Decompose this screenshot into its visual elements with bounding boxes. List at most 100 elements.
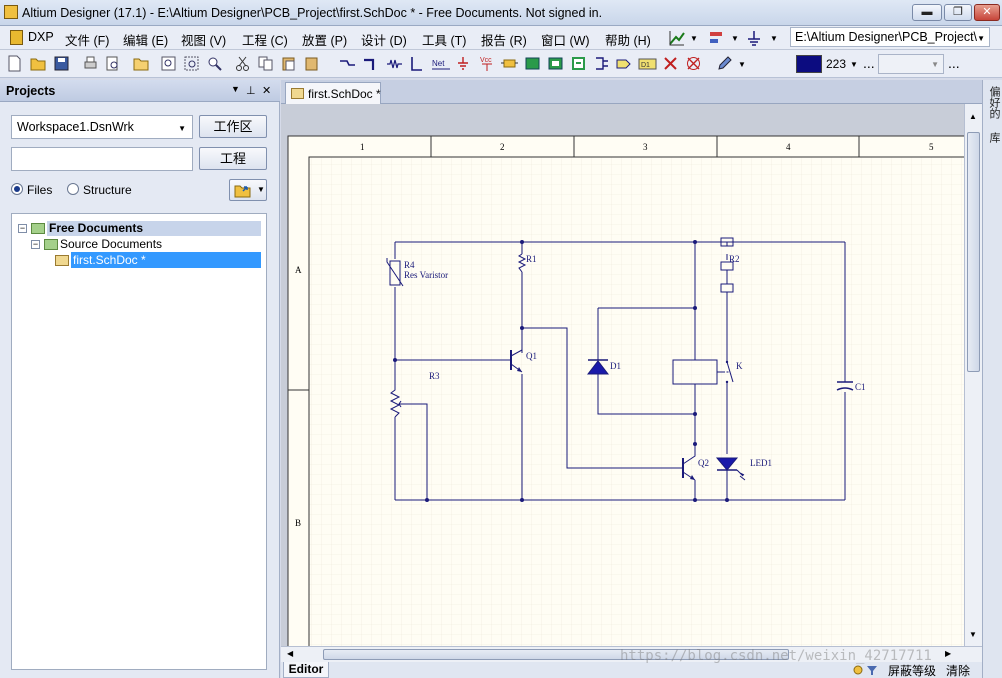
chevron-down-icon[interactable]: ▼ xyxy=(257,185,265,194)
component-q2[interactable]: Q2 xyxy=(665,444,709,481)
place-wire-icon[interactable] xyxy=(339,55,356,72)
rubber-stamp-icon[interactable] xyxy=(303,55,320,72)
tab-first-schdoc[interactable]: first.SchDoc * xyxy=(285,82,381,104)
place-part-icon[interactable] xyxy=(501,55,518,72)
menu-tools[interactable]: 工具 (T) xyxy=(422,34,467,48)
maximize-button[interactable]: ❐ xyxy=(944,4,972,21)
chevron-down-icon[interactable]: ▼ xyxy=(850,60,858,69)
zoom-area-icon[interactable] xyxy=(183,55,200,72)
copy-icon[interactable] xyxy=(257,55,274,72)
color-swatch[interactable] xyxy=(796,55,822,73)
workspace-select[interactable]: Workspace1.DsnWrk ▼ xyxy=(11,115,193,139)
menu-file[interactable]: 文件 (F) xyxy=(65,34,110,48)
tree-node-free-documents[interactable]: − Free Documents xyxy=(12,220,266,236)
menu-window[interactable]: 窗口 (W) xyxy=(541,34,590,48)
pencil-icon[interactable] xyxy=(716,55,733,72)
menu-reports[interactable]: 报告 (R) xyxy=(481,34,527,48)
component-k-coil[interactable] xyxy=(672,359,723,385)
collapse-icon[interactable]: − xyxy=(31,239,40,249)
chevron-down-icon[interactable]: ▼ xyxy=(178,124,186,133)
project-button[interactable]: 工程 xyxy=(199,147,267,170)
open-project-icon[interactable] xyxy=(133,55,150,72)
mask-level-button[interactable]: 屏蔽等级 xyxy=(888,664,937,678)
panel-menu-icon[interactable]: ▼ xyxy=(231,84,240,94)
scroll-up-icon[interactable]: ▲ xyxy=(969,112,977,121)
print-preview-icon[interactable] xyxy=(104,55,121,72)
schematic-editor[interactable]: 1 2 3 4 5 A B xyxy=(281,104,982,646)
place-sheet-symbol-icon[interactable] xyxy=(524,55,541,72)
horizontal-scroll-thumb[interactable] xyxy=(323,649,789,660)
place-gnd-port-icon[interactable] xyxy=(455,55,472,72)
more-button-2[interactable]: ... xyxy=(948,55,960,71)
tab-favorites[interactable]: 偏好的 xyxy=(988,86,1000,119)
filter-combo[interactable]: ▼ xyxy=(878,54,944,74)
open-folder-icon[interactable] xyxy=(30,55,47,72)
cut-icon[interactable] xyxy=(234,55,251,72)
collapse-icon[interactable]: − xyxy=(18,223,27,233)
place-offsheet-connector-icon[interactable]: D1 xyxy=(638,55,658,72)
chevron-down-icon[interactable]: ▼ xyxy=(977,34,985,43)
chevron-down-icon[interactable]: ▼ xyxy=(738,60,746,69)
paste-icon[interactable] xyxy=(280,55,297,72)
vertical-scrollbar[interactable]: ▲ ▼ xyxy=(964,104,982,646)
menu-project[interactable]: 工程 (C) xyxy=(242,34,288,48)
compile-mask-icon[interactable] xyxy=(685,55,702,72)
wire-tools-icon[interactable] xyxy=(668,29,686,47)
filter-icon[interactable] xyxy=(852,664,880,676)
no-erc-icon[interactable] xyxy=(662,55,679,72)
chevron-down-icon[interactable]: ▼ xyxy=(731,34,739,43)
scroll-down-icon[interactable]: ▼ xyxy=(969,630,977,639)
zoom-fit-icon[interactable] xyxy=(160,55,177,72)
component-c1[interactable]: C1 xyxy=(836,381,866,392)
place-bus-icon[interactable] xyxy=(363,55,380,72)
structure-radio[interactable] xyxy=(67,183,79,195)
place-sheet-entry-icon[interactable] xyxy=(547,55,564,72)
menu-edit[interactable]: 编辑 (E) xyxy=(123,34,169,48)
save-icon[interactable] xyxy=(53,55,70,72)
color-index[interactable]: 223 xyxy=(826,57,847,71)
component-r4[interactable]: R4 Res Varistor xyxy=(386,258,448,287)
editor-tab[interactable]: Editor xyxy=(283,662,329,678)
close-icon[interactable]: ✕ xyxy=(262,85,272,97)
minimize-button[interactable]: ▬ xyxy=(912,4,942,21)
place-harness-connector-icon[interactable] xyxy=(593,55,610,72)
vertical-scroll-thumb[interactable] xyxy=(967,132,980,372)
chevron-down-icon[interactable]: ▼ xyxy=(931,60,939,69)
print-icon[interactable] xyxy=(82,55,99,72)
scroll-left-icon[interactable]: ◀ xyxy=(287,649,294,658)
chevron-down-icon[interactable]: ▼ xyxy=(690,34,698,43)
place-device-sheet-icon[interactable] xyxy=(570,55,587,72)
power-port-icon[interactable] xyxy=(745,29,763,47)
pin-icon[interactable]: ⊥ xyxy=(246,85,256,97)
chevron-down-icon[interactable]: ▼ xyxy=(770,34,778,43)
component-q1[interactable]: Q1 xyxy=(503,349,537,373)
component-r2[interactable]: R2 xyxy=(720,237,740,293)
component-r3[interactable]: R3 xyxy=(389,371,440,418)
component-r1[interactable]: R1 xyxy=(517,253,537,273)
menu-view[interactable]: 视图 (V) xyxy=(181,34,227,48)
component-k-switch[interactable]: K xyxy=(723,358,743,386)
menu-place[interactable]: 放置 (P) xyxy=(302,34,348,48)
files-radio[interactable] xyxy=(11,183,23,195)
place-bus-entry-icon[interactable] xyxy=(409,55,426,72)
place-vcc-port-icon[interactable]: Vcc xyxy=(478,55,498,72)
more-button[interactable]: ... xyxy=(863,55,875,71)
tree-node-source-documents[interactable]: − Source Documents xyxy=(12,236,266,252)
zoom-selected-icon[interactable] xyxy=(206,55,223,72)
new-file-icon[interactable] xyxy=(6,55,23,72)
place-signal-harness-icon[interactable] xyxy=(386,55,403,72)
component-led1[interactable]: LED1 xyxy=(715,457,772,481)
clear-button[interactable]: 清除 xyxy=(946,664,971,678)
place-port-icon[interactable] xyxy=(615,55,632,72)
current-path-combo[interactable]: E:\Altium Designer\PCB_Project\ ▼ xyxy=(790,27,990,47)
place-net-label-icon[interactable]: Net xyxy=(431,55,451,72)
menu-dxp[interactable]: DXP xyxy=(28,30,54,44)
horizontal-scrollbar[interactable]: ◀ ▶ xyxy=(281,646,982,662)
align-tools-icon[interactable] xyxy=(707,29,725,47)
schematic-sheet[interactable]: 1 2 3 4 5 A B xyxy=(281,104,982,646)
menu-design[interactable]: 设计 (D) xyxy=(361,34,407,48)
menu-help[interactable]: 帮助 (H) xyxy=(605,34,651,48)
scroll-right-icon[interactable]: ▶ xyxy=(945,649,952,658)
close-button[interactable]: ✕ xyxy=(974,4,1000,21)
project-input[interactable] xyxy=(11,147,193,171)
